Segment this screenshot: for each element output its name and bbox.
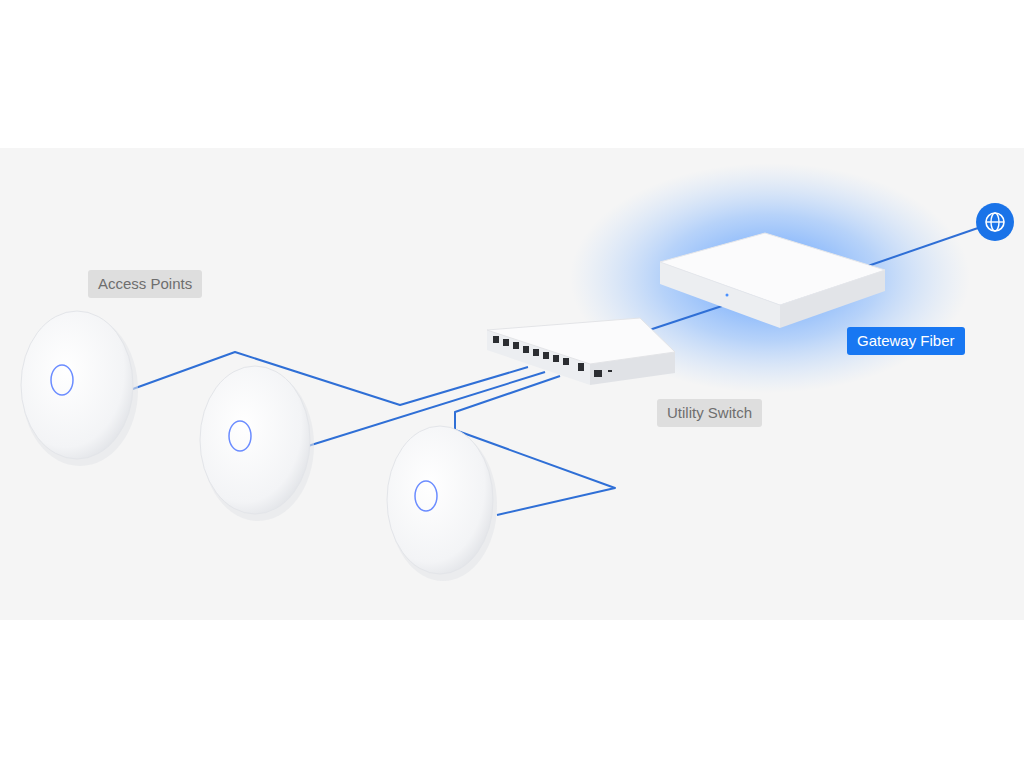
background-band [0,148,1024,620]
access-point [21,311,138,466]
label-text: Gateway Fiber [857,332,955,350]
internet-globe [976,203,1014,241]
access-point [200,366,314,521]
label-text: Utility Switch [667,404,752,422]
access-point [387,426,497,581]
gateway-device [660,233,885,328]
label-pill: Access Points [88,270,202,298]
utility-switch-device [487,318,675,385]
label-pill: Gateway Fiber [847,327,965,355]
wires [130,228,978,515]
label-pill: Utility Switch [657,399,762,427]
label-text: Access Points [98,275,192,293]
